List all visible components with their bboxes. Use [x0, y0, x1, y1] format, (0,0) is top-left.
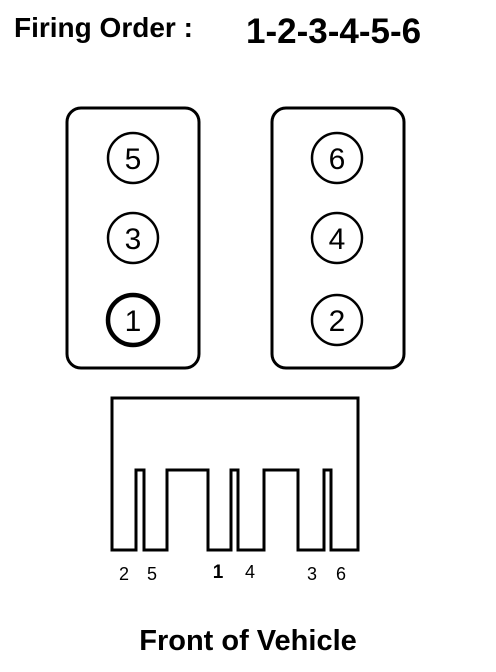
front-of-vehicle-label: Front of Vehicle	[139, 625, 357, 657]
terminal-4-label: 4	[245, 562, 255, 582]
cylinder-6: 6	[310, 131, 364, 185]
firing-order-label: Firing Order :	[14, 12, 193, 43]
terminal-2-label: 2	[119, 564, 129, 584]
right-cylinder-bank	[270, 106, 406, 370]
cylinder-2-label: 2	[329, 305, 346, 338]
cylinder-5: 5	[106, 131, 160, 185]
cylinder-2: 2	[310, 293, 364, 347]
cylinder-1-label: 1	[125, 305, 142, 338]
cylinder-6-label: 6	[329, 143, 346, 176]
cylinder-1: 1	[105, 292, 161, 348]
left-cylinder-bank	[65, 106, 201, 370]
terminal-5-label: 5	[147, 564, 157, 584]
terminal-6-label: 6	[336, 564, 346, 584]
cylinder-3: 3	[106, 211, 160, 265]
terminal-1-label: 1	[213, 562, 224, 583]
coil-pack-outline	[110, 396, 360, 552]
cylinder-4: 4	[310, 211, 364, 265]
firing-order-value: 1-2-3-4-5-6	[246, 12, 422, 51]
cylinder-3-label: 3	[125, 223, 142, 256]
cylinder-5-label: 5	[125, 143, 142, 176]
cylinder-4-label: 4	[329, 223, 346, 256]
terminal-3-label: 3	[307, 564, 317, 584]
